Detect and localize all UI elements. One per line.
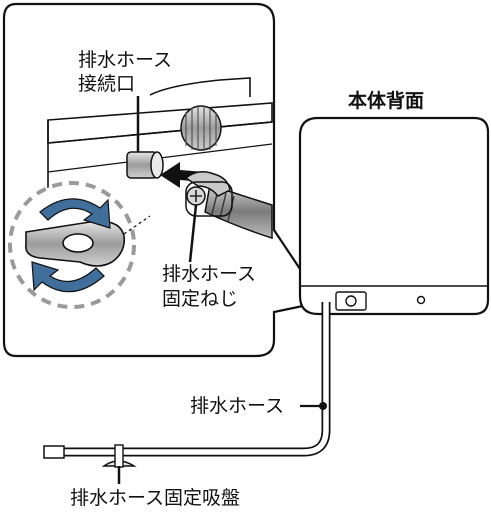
label-drain-hose-fixing-screw: 排水ホース 固定ねじ <box>160 262 259 312</box>
leader-drain-hose <box>300 402 327 410</box>
suction-cup-icon <box>101 444 137 468</box>
rear-screw-hole <box>416 295 426 305</box>
hose-end <box>184 171 273 240</box>
push-arrow-icon <box>160 162 205 188</box>
leader-fixing-screw <box>188 204 198 263</box>
label-drain-hose-connection: 排水ホース 接続口 <box>78 49 173 95</box>
hose-end-cap <box>43 445 65 459</box>
drain-hose <box>43 302 331 459</box>
hose-clamp <box>184 171 231 197</box>
rotation-arrow-top-icon <box>39 198 111 229</box>
drain-hose-connection-port <box>126 151 164 179</box>
label-unit-back: 本体背面 <box>348 90 425 112</box>
screw-rotation-inset <box>8 181 151 309</box>
threaded-fitting <box>180 105 222 151</box>
label-drain-hose: 排水ホース <box>190 395 285 417</box>
unit-back-body <box>298 116 490 316</box>
label-drain-hose-suction-cup: 排水ホース固定吸盤 <box>70 487 241 509</box>
rotation-arrow-bottom-icon <box>31 261 105 293</box>
rear-drain-port <box>335 291 367 311</box>
